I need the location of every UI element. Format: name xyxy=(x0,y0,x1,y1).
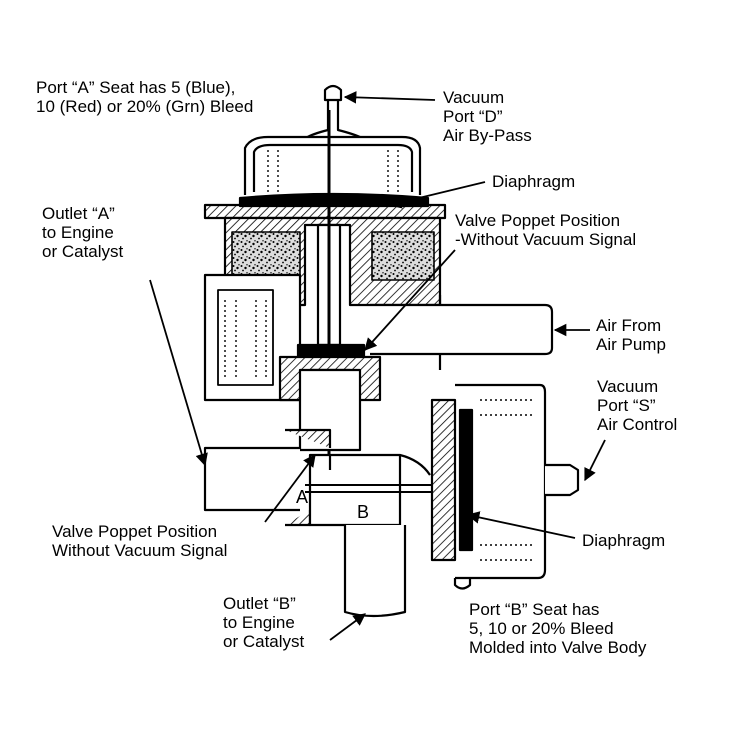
leader-port-s xyxy=(584,439,606,482)
leader-outlet-b xyxy=(329,613,367,641)
label-air-from-pump: Air From Air Pump xyxy=(596,316,666,354)
lower-valve-body xyxy=(305,453,470,618)
outlet-a-housing xyxy=(203,273,302,402)
label-port-b-seat: Port “B” Seat has 5, 10 or 20% Bleed Mol… xyxy=(469,600,647,657)
label-diaphragm-top: Diaphragm xyxy=(492,172,576,191)
label-port-a-seat: Port “A” Seat has 5 (Blue), 10 (Red) or … xyxy=(36,78,254,116)
label-valve-poppet-bottom: Valve Poppet Position Without Vacuum Sig… xyxy=(52,522,228,560)
label-vacuum-port-d: Vacuum Port “D” Air By-Pass xyxy=(443,88,532,145)
upper-diaphragm-housing xyxy=(243,135,422,195)
leader-diaphragm-top xyxy=(388,181,486,209)
label-outlet-a: Outlet “A” to Engine or Catalyst xyxy=(42,204,124,261)
marker-a: A xyxy=(296,487,309,507)
leader-poppet-bottom xyxy=(264,453,316,523)
port-s-diaphragm-housing xyxy=(430,383,580,590)
leader-poppet-top xyxy=(364,249,456,351)
upper-diaphragm xyxy=(203,192,447,220)
label-valve-poppet-top: Valve Poppet Position -Without Vacuum Si… xyxy=(455,211,637,249)
vacuum-port-d-nipple xyxy=(305,84,363,139)
label-vacuum-port-s: Vacuum Port “S” Air Control xyxy=(597,377,678,434)
air-pump-inlet-tube xyxy=(370,295,554,370)
marker-b: B xyxy=(357,502,370,522)
label-diaphragm-right: Diaphragm xyxy=(582,531,666,550)
label-outlet-b: Outlet “B” to Engine or Catalyst xyxy=(223,594,305,651)
leader-outlet-a xyxy=(149,279,208,467)
leader-port-d xyxy=(343,91,436,104)
leader-diaphragm-right xyxy=(466,511,576,539)
